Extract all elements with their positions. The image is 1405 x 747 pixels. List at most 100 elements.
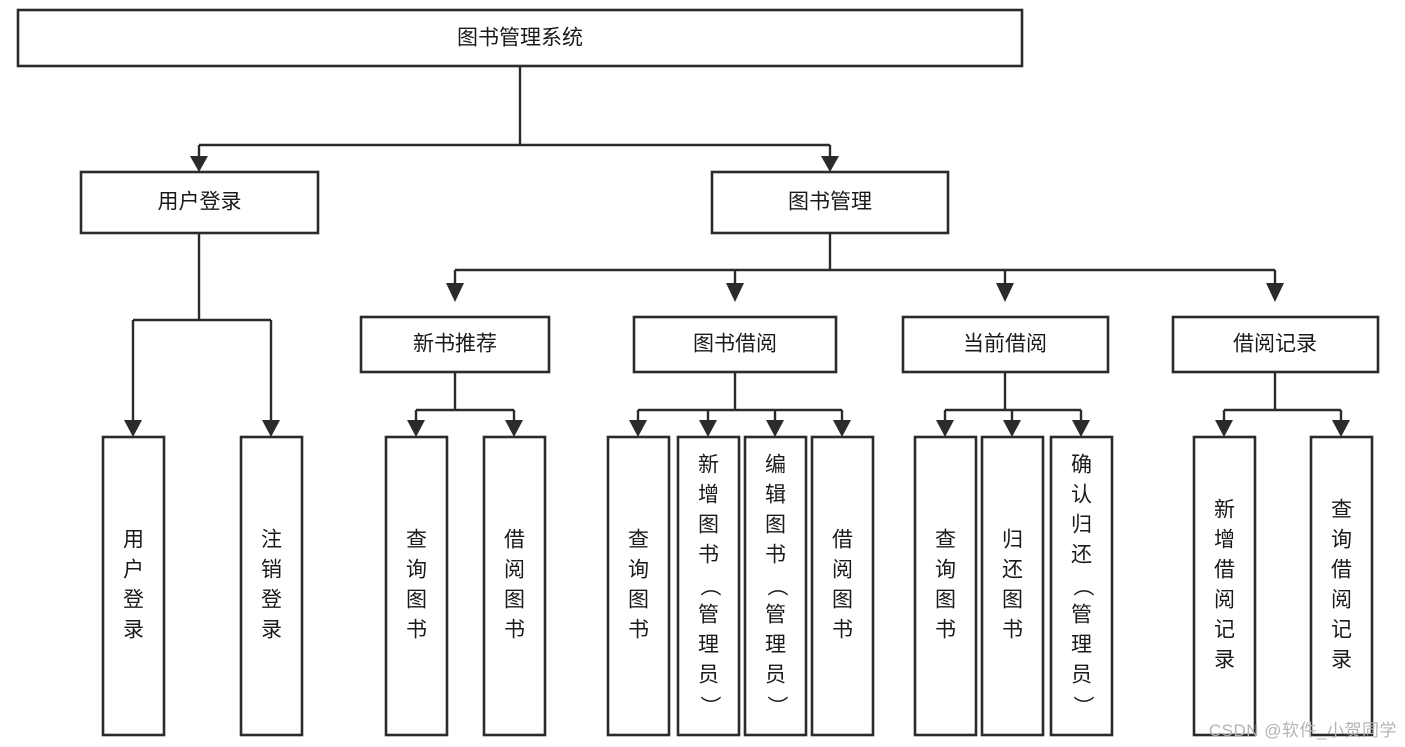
svg-text:书: 书 — [832, 619, 853, 642]
leaf-label-layer: 用户登录注销登录查询图书借阅图书查询图书新增图书（管理员）编辑图书（管理员）借阅… — [123, 454, 1352, 717]
svg-text:录: 录 — [123, 619, 144, 642]
leaf-query-record[interactable] — [1309, 435, 1374, 737]
node-user-login-box[interactable] — [79, 170, 320, 235]
arrow-head-leaf-borrow-book-2 — [833, 420, 851, 437]
leaf-logout-login[interactable] — [239, 435, 304, 737]
leaf-user-login[interactable] — [101, 435, 166, 737]
svg-text:图: 图 — [628, 589, 649, 612]
leaf-return-book[interactable] — [980, 435, 1045, 737]
leaf-borrow-book-2-box[interactable] — [810, 435, 875, 737]
node-current-borrow[interactable]: 当前借阅 — [901, 315, 1110, 374]
svg-text:录: 录 — [1331, 649, 1352, 672]
node-current-borrow-box[interactable] — [901, 315, 1110, 374]
svg-text:阅: 阅 — [504, 559, 525, 582]
arrow-head-user-login — [190, 156, 208, 172]
svg-text:书: 书 — [935, 619, 956, 642]
svg-text:图: 图 — [832, 589, 853, 612]
svg-text:询: 询 — [935, 559, 956, 582]
svg-text:管: 管 — [1071, 604, 1092, 627]
svg-text:图: 图 — [698, 514, 719, 537]
svg-text:借: 借 — [832, 529, 853, 552]
leaf-return-book-box[interactable] — [980, 435, 1045, 737]
svg-text:归: 归 — [1071, 514, 1092, 537]
svg-text:登: 登 — [261, 589, 282, 612]
arrow-head-leaf-add-book — [699, 420, 717, 437]
svg-text:（: （ — [765, 576, 788, 597]
node-root-box[interactable] — [16, 8, 1024, 68]
leaf-query-book-3[interactable] — [913, 435, 978, 737]
leaf-add-record[interactable] — [1192, 435, 1257, 737]
arrow-head-new-book-recommend — [446, 283, 464, 302]
node-new-book-recommend-label: 新书推荐 — [413, 333, 497, 356]
arrow-head-book-borrow — [726, 283, 744, 302]
svg-text:还: 还 — [1071, 544, 1092, 567]
leaf-user-login-box[interactable] — [101, 435, 166, 737]
svg-text:借: 借 — [504, 529, 525, 552]
leaf-borrow-book-1[interactable] — [482, 435, 547, 737]
svg-text:还: 还 — [1002, 559, 1023, 582]
leaf-add-record-box[interactable] — [1192, 435, 1257, 737]
leaf-add-book[interactable] — [676, 435, 741, 737]
leaf-logout-login-box[interactable] — [239, 435, 304, 737]
leaf-query-book-1-box[interactable] — [384, 435, 449, 737]
node-user-login-label: 用户登录 — [158, 191, 242, 214]
svg-text:图: 图 — [1002, 589, 1023, 612]
svg-text:户: 户 — [123, 559, 144, 582]
node-root-label: 图书管理系统 — [457, 27, 583, 50]
svg-text:书: 书 — [406, 619, 427, 642]
node-root[interactable]: 图书管理系统 — [16, 8, 1024, 68]
leaf-query-book-3-box[interactable] — [913, 435, 978, 737]
node-book-manage[interactable]: 图书管理 — [710, 170, 950, 235]
connector-layer — [124, 66, 1350, 437]
arrow-head-borrow-record — [1266, 283, 1284, 302]
leaf-query-record-box[interactable] — [1309, 435, 1374, 737]
leaf-borrow-book-1-box[interactable] — [482, 435, 547, 737]
svg-text:录: 录 — [1214, 649, 1235, 672]
node-user-login[interactable]: 用户登录 — [79, 170, 320, 235]
svg-text:员: 员 — [698, 664, 719, 687]
arrow-head-leaf-borrow-book-1 — [505, 420, 523, 437]
svg-text:新: 新 — [698, 454, 719, 477]
leaf-borrow-book-2[interactable] — [810, 435, 875, 737]
node-new-book-recommend[interactable]: 新书推荐 — [359, 315, 551, 374]
svg-text:图: 图 — [504, 589, 525, 612]
svg-text:辑: 辑 — [765, 484, 786, 507]
leaf-edit-book-box[interactable] — [743, 435, 808, 737]
node-borrow-record-box[interactable] — [1171, 315, 1380, 374]
node-book-manage-box[interactable] — [710, 170, 950, 235]
svg-text:）: ） — [698, 696, 721, 717]
arrow-head-leaf-query-record — [1332, 420, 1350, 437]
svg-text:增: 增 — [698, 484, 719, 507]
svg-text:（: （ — [698, 576, 721, 597]
node-book-borrow-box[interactable] — [632, 315, 838, 374]
leaf-query-book-1[interactable] — [384, 435, 449, 737]
leaf-confirm-return[interactable] — [1049, 435, 1114, 737]
leaf-add-book-box[interactable] — [676, 435, 741, 737]
leaf-confirm-return-box[interactable] — [1049, 435, 1114, 737]
svg-text:书: 书 — [765, 544, 786, 567]
node-book-borrow[interactable]: 图书借阅 — [632, 315, 838, 374]
svg-text:理: 理 — [698, 634, 719, 657]
svg-text:阅: 阅 — [1331, 589, 1352, 612]
svg-text:录: 录 — [261, 619, 282, 642]
node-new-book-recommend-box[interactable] — [359, 315, 551, 374]
csdn-watermark: CSDN @软件_小贺同学 — [1208, 721, 1397, 740]
svg-text:阅: 阅 — [832, 559, 853, 582]
leaf-query-book-2-box[interactable] — [606, 435, 671, 737]
svg-text:询: 询 — [628, 559, 649, 582]
svg-text:注: 注 — [261, 529, 282, 552]
svg-text:）: ） — [1071, 696, 1094, 717]
svg-text:图: 图 — [406, 589, 427, 612]
svg-text:书: 书 — [628, 619, 649, 642]
svg-text:归: 归 — [1002, 529, 1023, 552]
leaf-query-book-2[interactable] — [606, 435, 671, 737]
svg-text:记: 记 — [1331, 619, 1352, 642]
arrow-head-leaf-user-login — [124, 420, 142, 437]
leaf-edit-book[interactable] — [743, 435, 808, 737]
svg-text:图: 图 — [935, 589, 956, 612]
node-borrow-record[interactable]: 借阅记录 — [1171, 315, 1380, 374]
